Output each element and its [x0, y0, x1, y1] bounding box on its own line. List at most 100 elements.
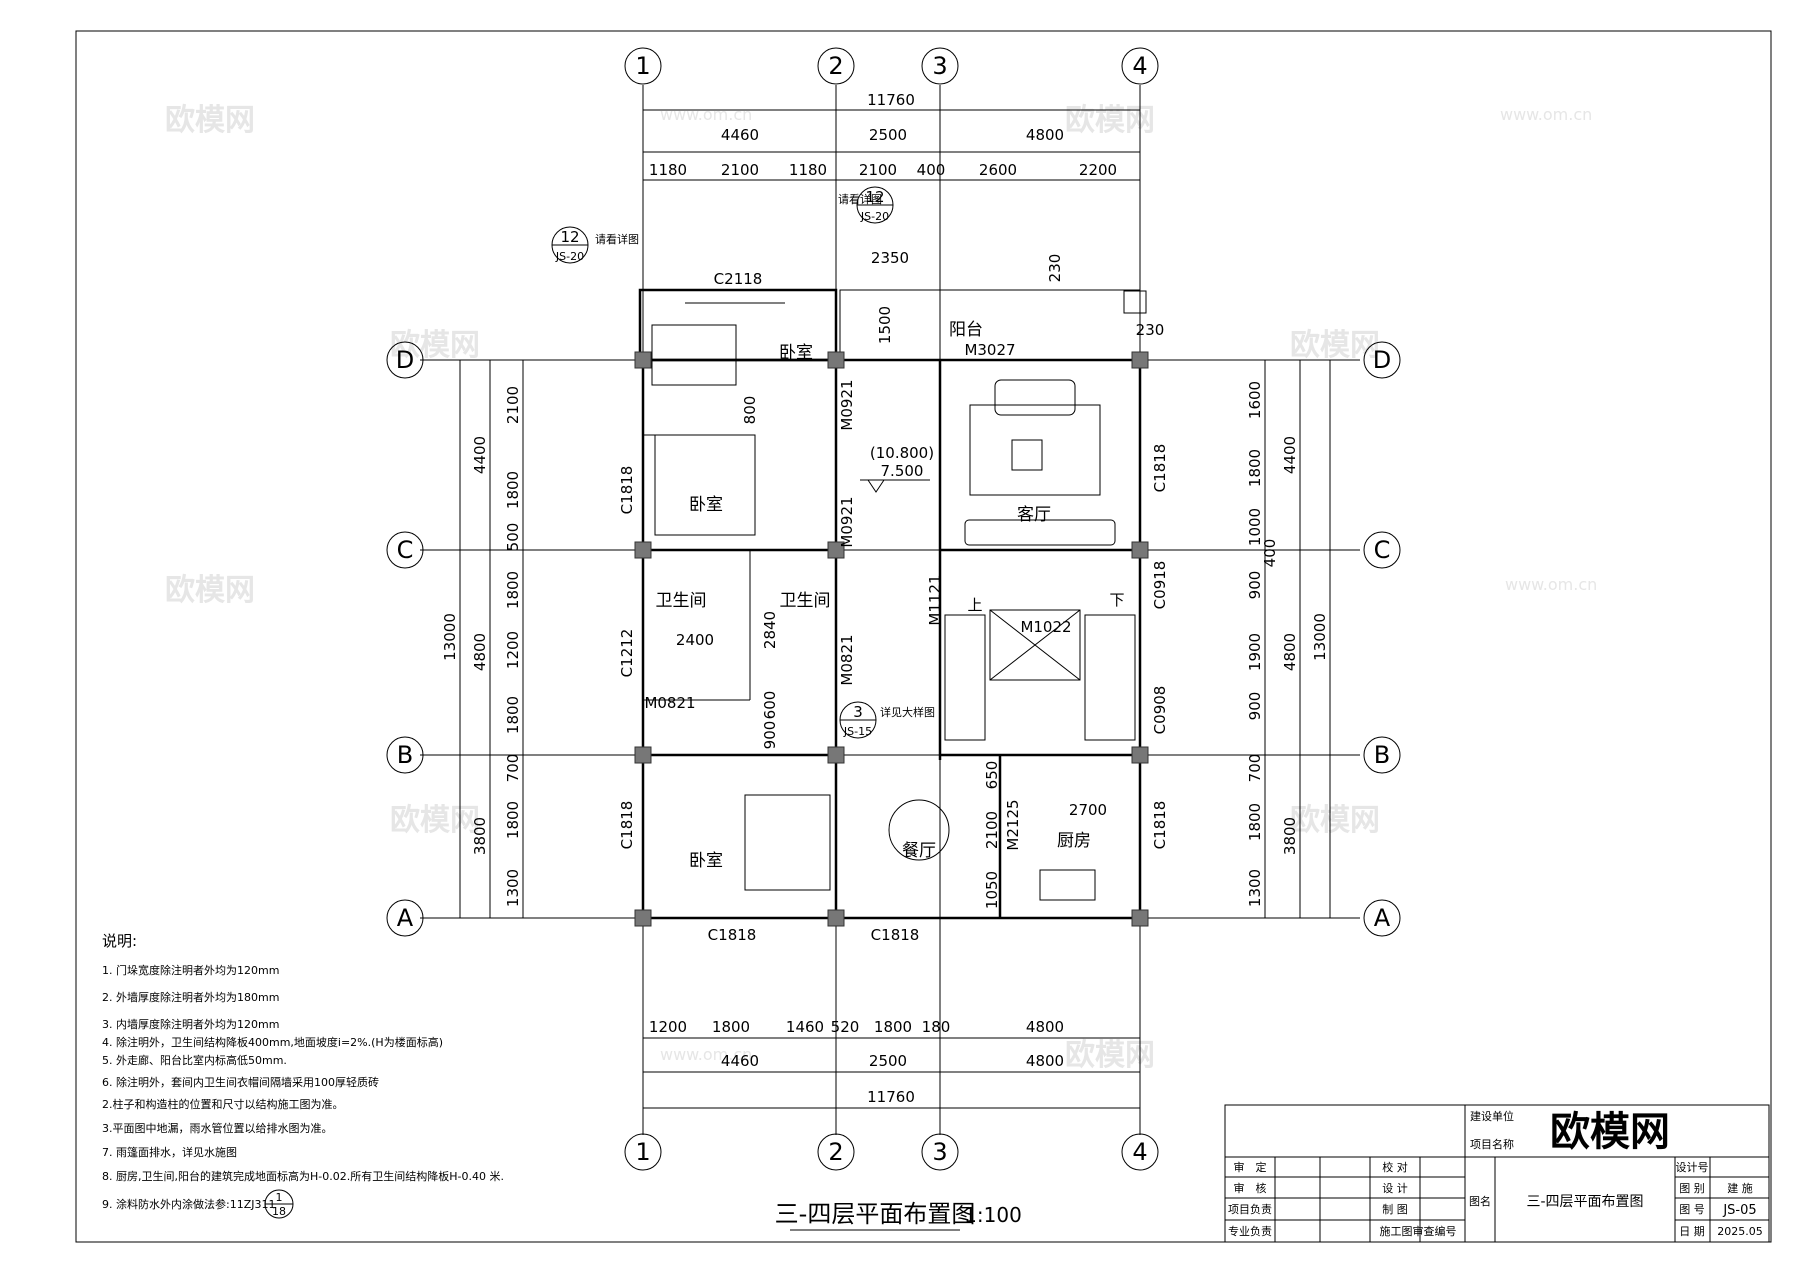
dim-bottom-inner: 180 [922, 1018, 951, 1036]
dining-table-icon [888, 799, 950, 861]
dim-top-inner: 1180 [789, 161, 827, 179]
dim-left-inner: 1200 [504, 631, 522, 669]
dim-left-inner: 1800 [504, 471, 522, 509]
axis-label: D [396, 346, 414, 374]
door-label: M3027 [964, 341, 1015, 359]
note-item: 8. 厨房,卫生间,阳台的建筑完成地面标高为H-0.02.所有卫生间结构降板H-… [102, 1169, 504, 1183]
title-block-label: 审 核 [1234, 1181, 1267, 1195]
door-label: M0821 [838, 634, 856, 685]
title-block-drawing-name-label: 图名 [1469, 1194, 1491, 1208]
general-notes: 说明: 1. 门垛宽度除注明者外均为120mm 2. 外墙厚度除注明者外均为18… [102, 932, 504, 1219]
watermark-logo: 欧模网 [1290, 328, 1380, 363]
watermark-url: www.om.cn [1500, 105, 1592, 124]
interior-dim: 600 [761, 691, 779, 720]
room-bedroom: 卧室 [689, 495, 723, 515]
bed-icon [654, 434, 756, 536]
elevation-value: 7.500 [881, 462, 924, 480]
axis-label: C [397, 536, 414, 564]
room-bathroom: 卫生间 [656, 591, 707, 611]
dim-bottom-inner: 520 [831, 1018, 860, 1036]
title-block-project-label: 项目名称 [1470, 1137, 1514, 1151]
elevator-icon [989, 609, 1081, 681]
rug-icon [969, 404, 1101, 496]
dim-bottom-mid: 4460 [721, 1052, 759, 1070]
stair-up-label: 上 [967, 596, 982, 614]
drawing-title-text: 三-四层平面布置图 [775, 1200, 976, 1228]
title-block-unit-label: 建设单位 [1470, 1109, 1514, 1123]
stair-icon [1084, 614, 1136, 741]
title-block-label: 专业负责 [1228, 1224, 1272, 1238]
dim-right-inner: 900 [1246, 692, 1264, 721]
coffee-table-icon [1011, 439, 1043, 471]
dim-top-inner: 2100 [721, 161, 759, 179]
dim-left-inner: 1800 [504, 696, 522, 734]
interior-dim: 2840 [761, 611, 779, 649]
note-item: 9. 涂料防水外内涂做法参:11ZJ311 [102, 1197, 275, 1211]
axis-label: C [1374, 536, 1391, 564]
watermark-logo: 欧模网 [390, 328, 480, 363]
dim-left-mid: 3800 [471, 817, 489, 855]
notes-title: 说明: [102, 932, 137, 950]
watermark-logo: 欧模网 [1065, 1038, 1155, 1073]
furniture: 上 下 [651, 324, 1136, 901]
axis-label: 1 [635, 1138, 650, 1166]
axis-label: 4 [1132, 52, 1147, 80]
interior-dim: 2400 [676, 631, 714, 649]
dim-bottom-mid: 2500 [869, 1052, 907, 1070]
tv-cabinet-icon [964, 519, 1116, 546]
watermark-url: www.om.cn [1505, 575, 1597, 594]
window-label: C1818 [618, 801, 636, 850]
door-label: M0921 [838, 496, 856, 547]
window-label: C0908 [1151, 686, 1169, 735]
callout-text: 详见大样图 [880, 705, 935, 719]
dim-right-mid: 3800 [1281, 817, 1299, 855]
interior-dimensions: 2350 230 1500 230 800 2400 2840 600 900 … [676, 249, 1164, 909]
callout-number: 3 [853, 703, 863, 721]
dim-right-inner: 1300 [1246, 869, 1264, 907]
interior-dim: 2100 [983, 811, 1001, 849]
room-bathroom: 卫生间 [780, 591, 831, 611]
dim-right-inner: 1600 [1246, 381, 1264, 419]
dim-total-left: 13000 [441, 613, 459, 661]
elevation-value: (10.800) [870, 444, 934, 462]
watermark-logo: 欧模网 [1065, 103, 1155, 138]
interior-dim: 1050 [983, 871, 1001, 909]
dim-right-inner: 1800 [1246, 449, 1264, 487]
axis-label: B [1374, 741, 1390, 769]
axis-label: 3 [932, 1138, 947, 1166]
note-ref-sheet: 18 [272, 1205, 286, 1218]
watermark-url: www.om.cn [660, 1045, 752, 1064]
window-label: C1818 [871, 926, 920, 944]
opening-labels: C2118 M3027 M0921 M0921 C1818 C1212 M082… [618, 270, 1169, 944]
note-item: 3.平面图中地漏，雨水管位置以给排水图为准。 [102, 1121, 333, 1135]
dim-right-mid: 4800 [1281, 633, 1299, 671]
title-block-label: 审 定 [1234, 1160, 1267, 1174]
window-label: C1818 [618, 466, 636, 515]
watermark-logo: 欧模网 [1290, 803, 1380, 838]
dim-top-inner: 2600 [979, 161, 1017, 179]
note-ref-number: 1 [276, 1191, 283, 1204]
callout-text: 请看详图 [838, 192, 882, 206]
room-labels: 阳台 卧室 卧室 卧室 卫生间 卫生间 客厅 餐厅 厨房 [656, 320, 1092, 871]
watermark-logo: 欧模网 [390, 803, 480, 838]
dim-total-right: 13000 [1311, 613, 1329, 661]
dim-bottom-inner: 4800 [1026, 1018, 1064, 1036]
dim-top-inner: 2100 [859, 161, 897, 179]
title-block-field-label: 图 号 [1679, 1203, 1705, 1216]
dim-bottom-mid: 4800 [1026, 1052, 1064, 1070]
axis-label: 2 [828, 1138, 843, 1166]
callout-sheet: JS-20 [860, 210, 889, 223]
window-label: C1212 [618, 629, 636, 678]
dim-left-mid: 4400 [471, 436, 489, 474]
dim-right-inner: 1800 [1246, 803, 1264, 841]
dim-top-inner: 1180 [649, 161, 687, 179]
title-block-sheet-number: JS-05 [1722, 1203, 1756, 1218]
drawing-title: 三-四层平面布置图 1:100 [775, 1200, 1022, 1231]
drawing-frame [75, 30, 1772, 1243]
axis-label: D [1373, 346, 1391, 374]
dim-bottom-inner: 1200 [649, 1018, 687, 1036]
interior-dim: 230 [1136, 321, 1165, 339]
callout-sheet: JS-20 [555, 250, 584, 263]
dim-left-inner: 700 [504, 754, 522, 783]
